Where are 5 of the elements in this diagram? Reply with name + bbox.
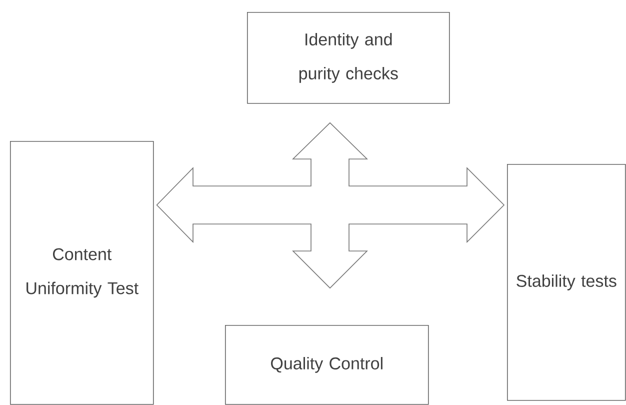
text-box: Content Uniformity Test — [10, 141, 154, 405]
four-way-arrow — [156, 122, 505, 289]
text-box: Quality Control — [225, 325, 429, 405]
text-box: Identity and purity checks — [247, 12, 450, 104]
text-box: Stability tests — [507, 164, 626, 401]
